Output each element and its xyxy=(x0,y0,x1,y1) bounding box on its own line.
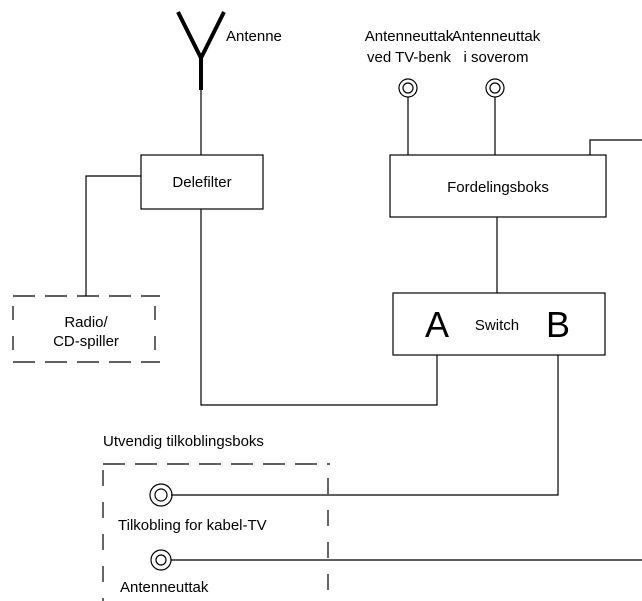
antenna-label: Antenne xyxy=(226,28,282,45)
switch-port-b-label: B xyxy=(546,304,570,345)
switch-label: Switch xyxy=(475,317,519,334)
switch-port-a-label: A xyxy=(425,304,449,345)
switch-b-to-cable-tv-wire xyxy=(171,355,559,496)
bedroom-outlet-label-line1: Antenneuttak xyxy=(452,28,541,45)
delefilter-to-radio-wire xyxy=(85,175,141,296)
delefilter-label: Delefilter xyxy=(172,174,231,191)
radio-cd-box xyxy=(12,295,160,363)
radio-label-line2: CD-spiller xyxy=(53,333,119,350)
cable-tv-connector-icon xyxy=(149,483,173,507)
antenna-outlet-label: Antenneuttak xyxy=(120,579,209,596)
bedroom-outlet-label-line2: i soverom xyxy=(463,49,528,66)
antenna-outlet-connector-icon xyxy=(150,549,172,571)
radio-label-line1: Radio/ xyxy=(64,314,108,331)
bedroom-outlet-icon xyxy=(485,78,505,98)
cable-tv-label: Tilkobling for kabel-TV xyxy=(118,517,267,534)
fordelingsboks-right-wire xyxy=(589,139,642,155)
tv-bench-outlet-label-line1: Antenneuttak xyxy=(365,28,454,45)
delefilter-to-switch-a-wire xyxy=(200,209,438,406)
fordelingsboks-box xyxy=(389,154,607,218)
external-connection-box xyxy=(102,463,330,601)
fordelingsboks-label: Fordelingsboks xyxy=(447,179,549,196)
tv-bench-outlet-label-line2: ved TV-benk xyxy=(367,49,451,66)
tv-bench-outlet-icon xyxy=(398,78,418,98)
switch-box xyxy=(392,292,606,356)
delefilter-box xyxy=(140,154,264,210)
antenna-icon xyxy=(176,11,226,90)
external-box-title: Utvendig tilkoblingsboks xyxy=(103,433,264,450)
